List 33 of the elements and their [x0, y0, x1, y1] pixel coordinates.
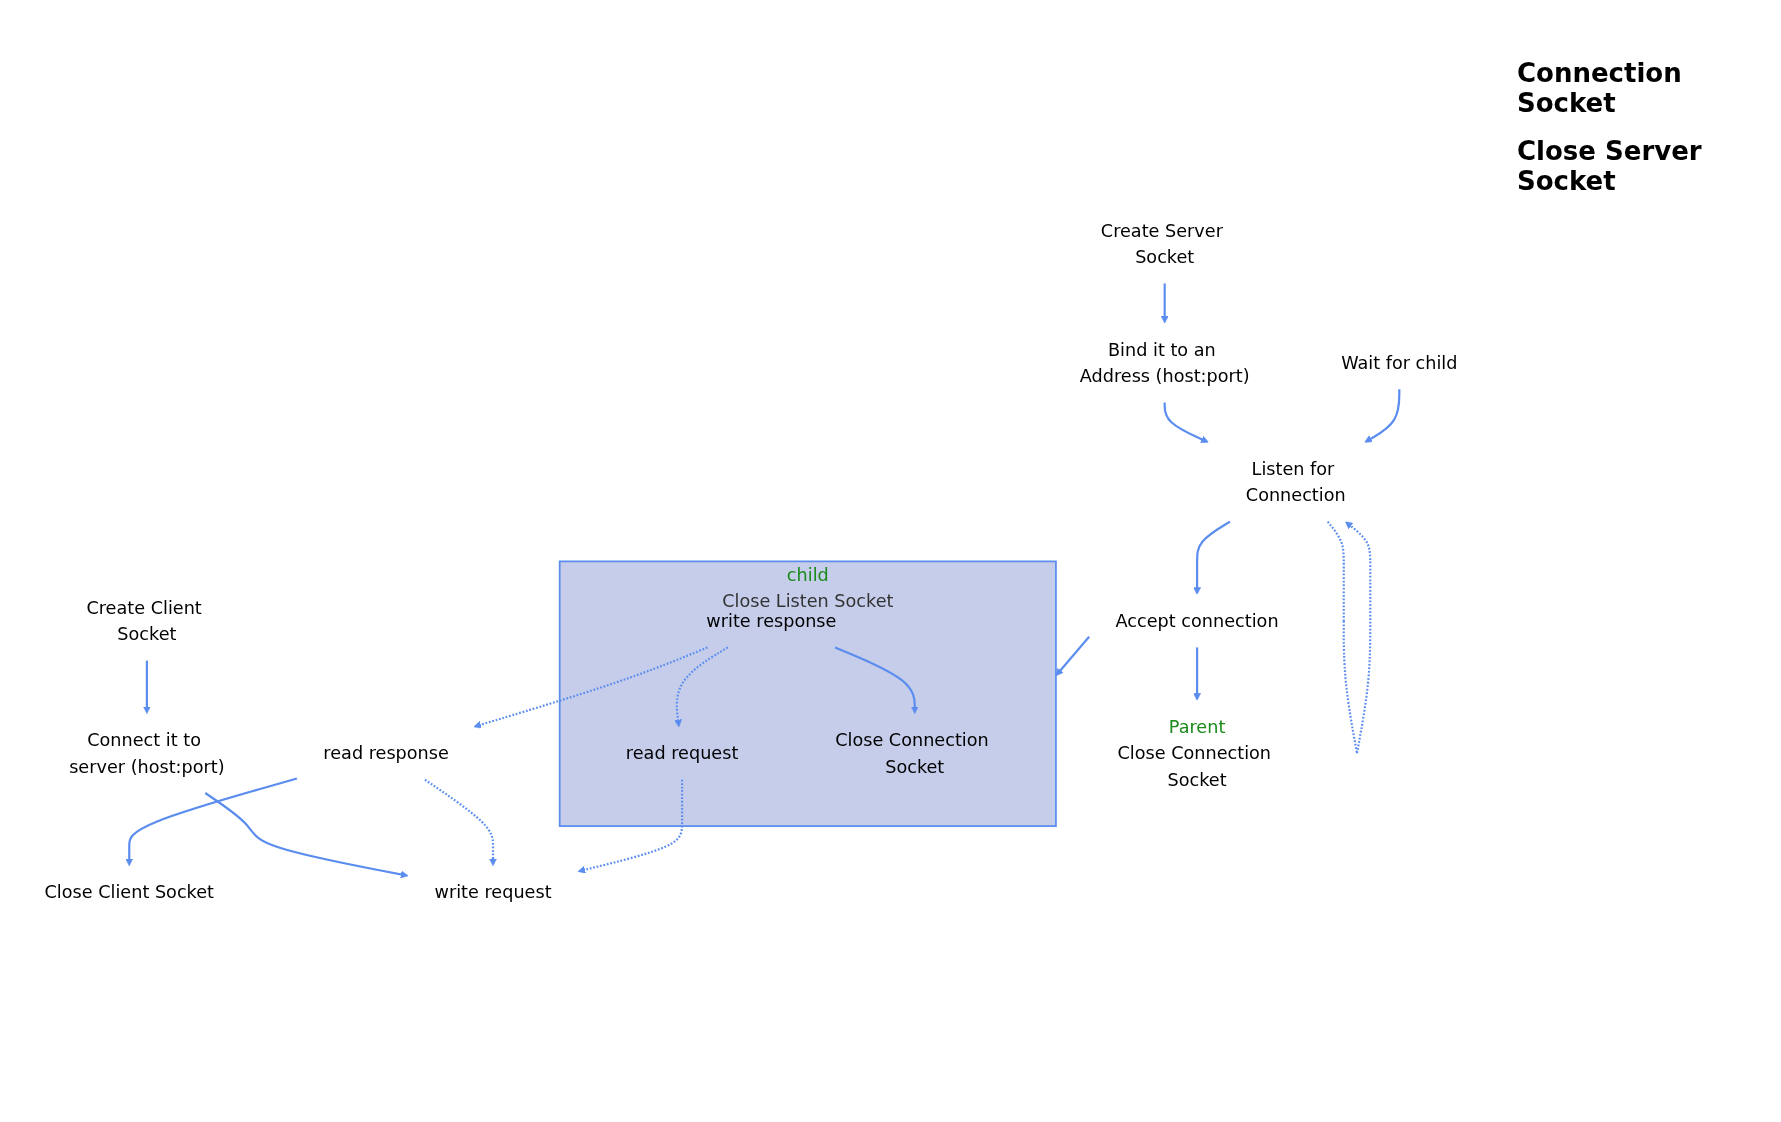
arrow	[1363, 388, 1400, 443]
arrow	[142, 660, 151, 714]
node-text: Create Client Socket	[85, 596, 202, 645]
arrow	[1163, 402, 1209, 443]
node-text: write response	[705, 609, 836, 632]
node-text: write request	[434, 881, 552, 903]
arrow	[1055, 635, 1090, 676]
arrow	[1160, 283, 1169, 324]
arrow	[1192, 647, 1201, 701]
node-text: Close Connection Socket	[1117, 742, 1271, 790]
node-text: Bind it to an Address (host:port)	[1079, 338, 1250, 387]
node-text: Wait for child	[1340, 351, 1457, 374]
arrow	[673, 646, 728, 727]
node-text: Close Connection Socket	[834, 729, 989, 777]
node-text: Create Server Socket	[1100, 219, 1223, 268]
arrow	[1326, 520, 1371, 754]
arrow	[577, 779, 683, 874]
node-label: Parent	[1168, 715, 1225, 738]
note-text: Connection Socket	[1517, 58, 1683, 118]
note-text: Close Server Socket	[1517, 136, 1703, 196]
arrow	[1192, 520, 1231, 595]
arrow	[423, 778, 497, 866]
node-text: Connect it to server (host:port)	[68, 729, 225, 777]
node-text: read response	[322, 742, 449, 764]
node-text: Accept connection	[1115, 609, 1279, 632]
node-text: read request	[625, 742, 738, 764]
node-label: child	[786, 563, 829, 585]
arrow	[834, 646, 919, 714]
arrow	[124, 777, 297, 866]
node-text: Close Client Socket	[44, 881, 214, 903]
arrow	[204, 791, 408, 878]
arrow	[473, 646, 708, 729]
node-text: Listen for Connection	[1245, 457, 1346, 506]
